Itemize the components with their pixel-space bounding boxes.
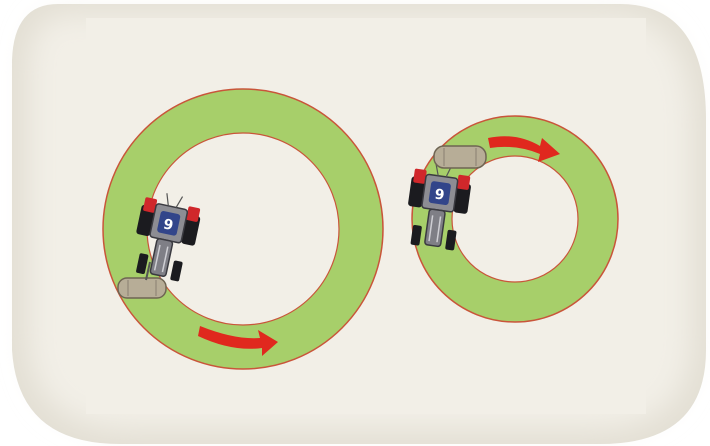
hitch-tire-icon [434,146,486,168]
